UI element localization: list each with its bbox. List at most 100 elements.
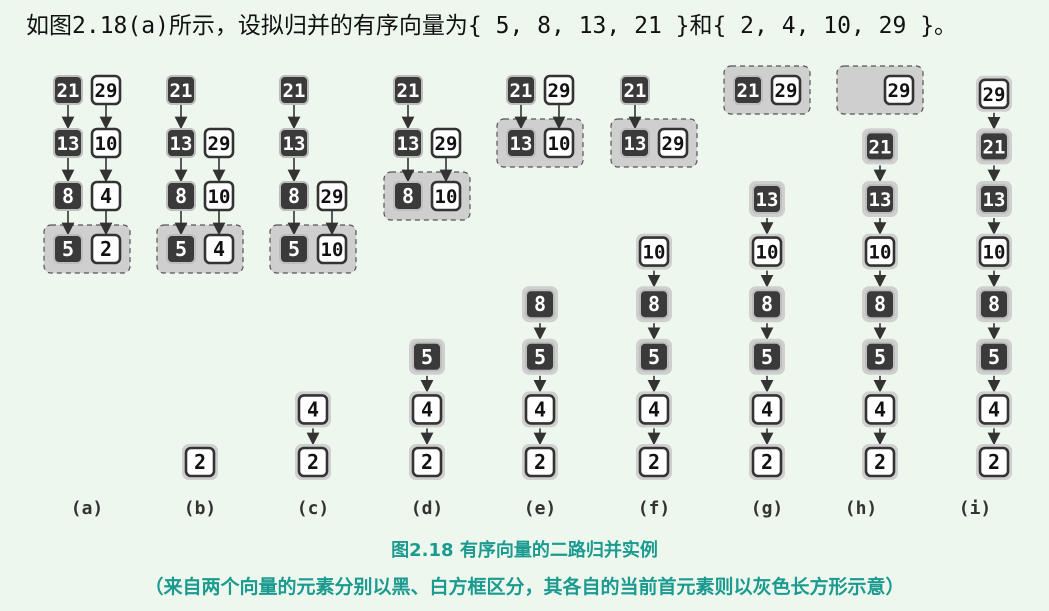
white-item-29: 29	[543, 74, 575, 106]
figure-caption-title: 图2.18 有序向量的二路归并实例	[391, 540, 658, 561]
output-item-13: 13	[862, 181, 898, 217]
box-value: 29	[775, 80, 798, 102]
output-item-5: 5	[522, 338, 558, 375]
output-item-2: 2	[636, 444, 672, 480]
box-value: 2	[100, 237, 112, 261]
box-value: 21	[983, 136, 1006, 158]
black-item-5: 5	[53, 234, 83, 264]
box-value: 8	[648, 292, 660, 316]
box-value: 2	[761, 450, 773, 474]
output-item-2: 2	[976, 444, 1012, 480]
white-item-29: 29	[203, 127, 235, 159]
white-item-29: 29	[770, 74, 802, 106]
box-value: 21	[283, 80, 306, 102]
white-item-10: 10	[430, 180, 462, 212]
black-item-13: 13	[506, 128, 536, 158]
box-value: 8	[288, 184, 300, 208]
white-item-10: 10	[203, 180, 235, 212]
box-value: 5	[288, 237, 300, 261]
black-item-13: 13	[393, 128, 423, 158]
panel-label: (c)	[297, 498, 330, 519]
output-item-5: 5	[749, 338, 785, 375]
box-value: 5	[534, 345, 546, 369]
box-value: 13	[397, 133, 420, 155]
white-item-29: 29	[657, 127, 689, 159]
box-value: 13	[57, 133, 80, 155]
black-item-21: 21	[506, 75, 536, 105]
output-item-21: 21	[862, 128, 898, 165]
box-value: 29	[888, 80, 911, 102]
output-item-10: 10	[862, 233, 898, 270]
panel-h: 29 21 13 10 8 5 4 2 (h)	[836, 65, 924, 519]
box-value: 2	[988, 450, 1000, 474]
black-item-21: 21	[733, 75, 763, 105]
output-item-21: 21	[976, 128, 1012, 165]
output-item-29: 29	[976, 75, 1012, 112]
box-value: 8	[761, 292, 773, 316]
output-item-10: 10	[976, 233, 1012, 270]
box-value: 4	[761, 397, 773, 421]
panel-label: (h)	[845, 498, 878, 519]
box-value: 13	[283, 133, 306, 155]
box-value: 8	[874, 292, 886, 316]
box-value: 5	[175, 237, 187, 261]
box-value: 5	[988, 345, 1000, 369]
box-value: 2	[534, 450, 546, 474]
box-value: 4	[213, 237, 225, 261]
white-item-4: 4	[203, 233, 235, 265]
box-value: 13	[170, 133, 193, 155]
box-value: 10	[869, 242, 892, 264]
black-item-13: 13	[53, 128, 83, 158]
box-value: 29	[95, 80, 118, 102]
box-value: 5	[421, 345, 433, 369]
output-item-13: 13	[976, 181, 1012, 217]
box-value: 4	[307, 397, 319, 421]
output-item-4: 4	[636, 391, 672, 428]
black-item-5: 5	[279, 234, 309, 264]
black-item-13: 13	[279, 128, 309, 158]
output-item-8: 8	[522, 286, 558, 323]
box-value: 13	[869, 189, 892, 211]
output-item-5: 5	[862, 338, 898, 375]
panel-label: (a)	[71, 498, 104, 519]
box-value: 2	[421, 450, 433, 474]
white-item-10: 10	[90, 127, 122, 159]
black-item-21: 21	[620, 75, 650, 105]
box-value: 4	[988, 397, 1000, 421]
output-item-10: 10	[749, 233, 785, 270]
box-value: 4	[648, 397, 660, 421]
intro-text: 如图2.18(a)所示，设拟归并的有序向量为{ 5, 8, 13, 21 }和{…	[26, 13, 958, 39]
box-value: 4	[100, 184, 112, 208]
box-value: 4	[534, 397, 546, 421]
black-item-21: 21	[166, 75, 196, 105]
box-value: 5	[761, 345, 773, 369]
box-value: 13	[756, 189, 779, 211]
panel-label: (b)	[184, 498, 217, 519]
box-value: 10	[321, 239, 344, 261]
panel-label: (e)	[524, 498, 557, 519]
box-value: 2	[874, 450, 886, 474]
output-item-8: 8	[976, 286, 1012, 323]
output-item-2: 2	[749, 444, 785, 480]
white-item-2: 2	[90, 233, 122, 265]
box-value: 10	[95, 133, 118, 155]
black-item-8: 8	[279, 181, 309, 211]
output-item-5: 5	[976, 338, 1012, 375]
box-value: 10	[208, 186, 231, 208]
box-value: 29	[548, 80, 571, 102]
box-value: 13	[983, 189, 1006, 211]
box-value: 10	[435, 186, 458, 208]
output-item-4: 4	[862, 391, 898, 428]
box-value: 29	[435, 133, 458, 155]
black-item-21: 21	[279, 75, 309, 105]
box-value: 21	[510, 80, 533, 102]
box-value: 29	[662, 133, 685, 155]
black-item-13: 13	[620, 128, 650, 158]
output-item-4: 4	[295, 391, 331, 428]
